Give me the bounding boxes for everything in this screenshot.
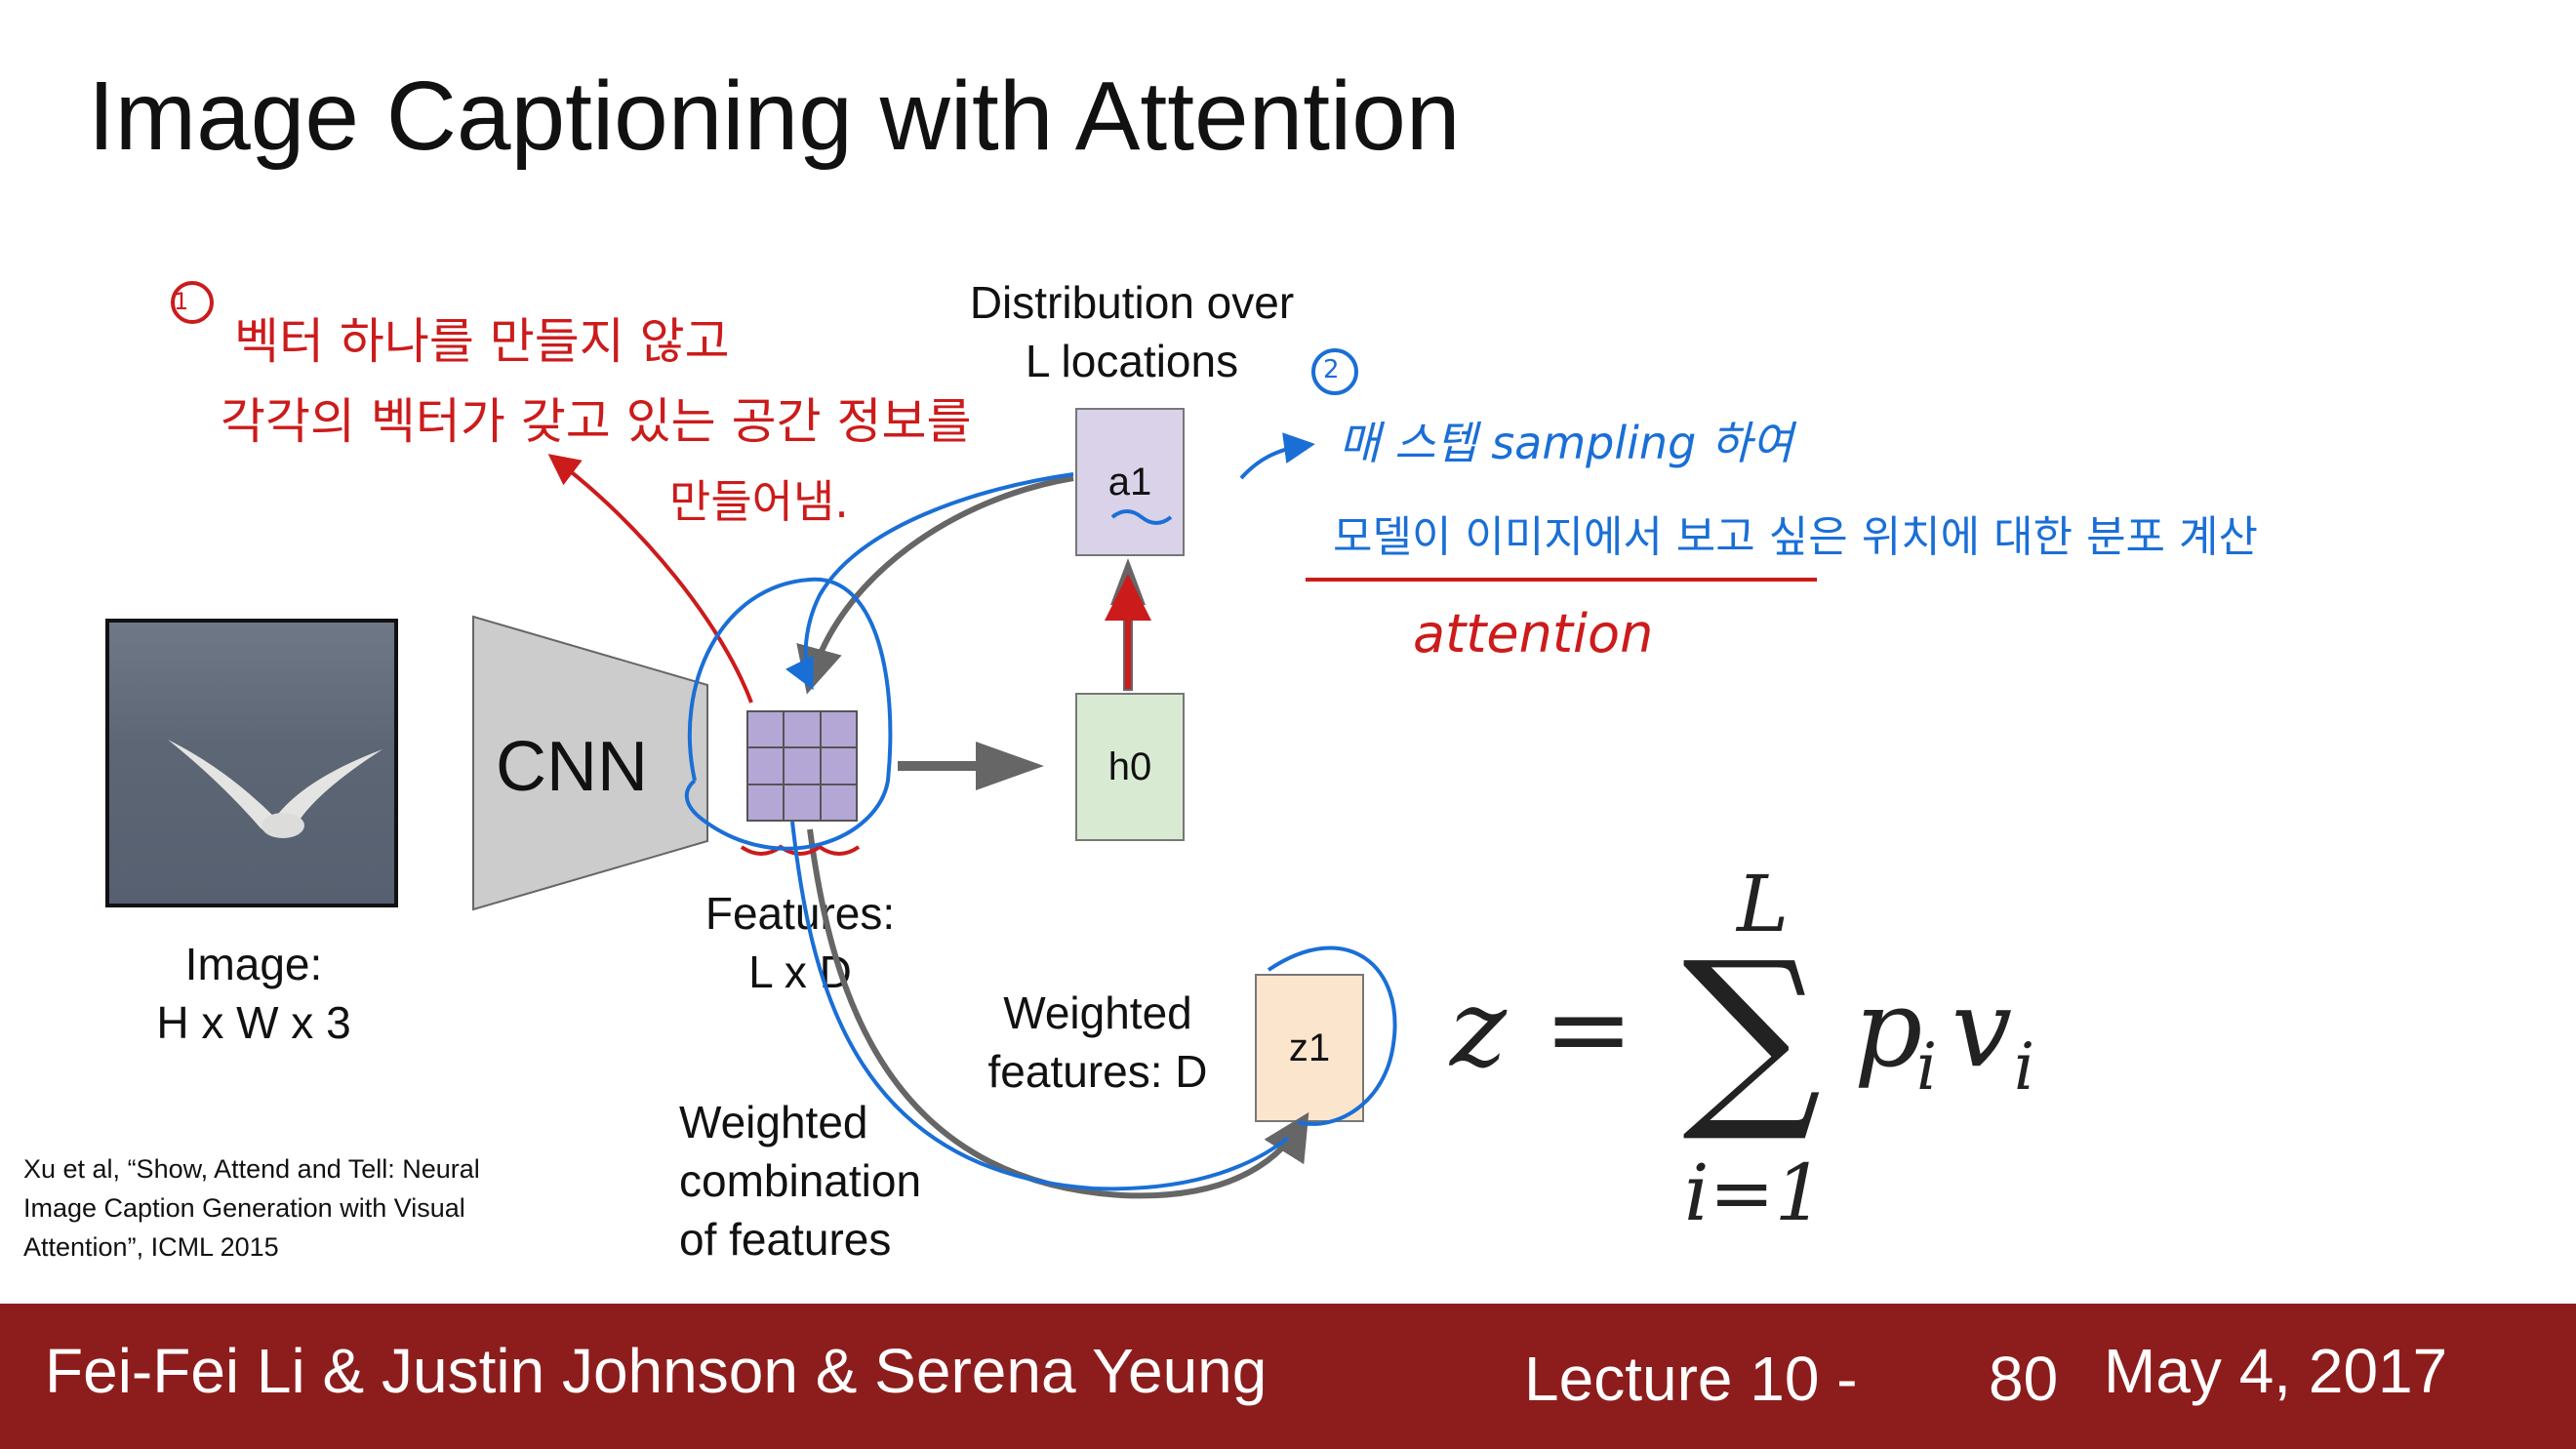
weighted-features-label: Weighted features: D (987, 987, 1208, 1097)
weighted-combination-label: Weighted combination of features (679, 1097, 922, 1265)
h0-box: h0 (1075, 693, 1185, 841)
formula-lower-limit: i=1 (1684, 1147, 1825, 1238)
red-annotation-strokes (171, 281, 1817, 856)
distribution-label: Distribution over L locations (969, 277, 1295, 386)
seagull-icon (168, 740, 382, 838)
citation: Xu et al, “Show, Attend and Tell: Neural… (23, 1154, 480, 1262)
arrow-a1-to-features (796, 475, 1074, 695)
features-label: Features: L x D (704, 888, 896, 997)
red-note-line1: 벡터 하나를 만들지 않고 (234, 313, 730, 370)
formula-sigma: ∑ (1682, 920, 1822, 1147)
arrow-features-to-z1 (807, 828, 1309, 1199)
formula-upper-limit: L (1735, 859, 1789, 949)
formula-p: p (1854, 966, 1922, 1091)
formula-v-subscript: i (2014, 1029, 2034, 1105)
blue-annotation-strokes (684, 348, 1397, 1191)
blue-note-line1: 매 스텝 sampling 하여 (1339, 417, 1793, 469)
z1-label: z1 (1288, 1026, 1331, 1069)
red-circle-number: 1 (174, 288, 189, 315)
footer-page-number: 80 (1989, 1344, 2059, 1414)
formula-p-subscript: i (1916, 1029, 1937, 1105)
cnn-block (472, 615, 708, 911)
blue-note-line2: 모델이 이미지에서 보고 싶은 위치에 대한 분포 계산 (1333, 512, 2258, 562)
image-label: Image: H x W x 3 (156, 939, 351, 1048)
formula-z: z (1448, 966, 1508, 1091)
feature-grid (746, 710, 858, 822)
footer-lecture: Lecture 10 - (1524, 1344, 1858, 1414)
h0-label: h0 (1107, 745, 1152, 788)
attention-formula: z = L ∑ i=1 p i v i (1448, 859, 2034, 1238)
footer-date: May 4, 2017 (2104, 1336, 2448, 1406)
slide-title: Image Captioning with Attention (88, 61, 1461, 171)
footer-bar: Fei-Fei Li & Justin Johnson & Serena Yeu… (0, 1304, 2576, 1449)
red-note-line3: 만들어냄. (669, 475, 849, 528)
footer-authors: Fei-Fei Li & Justin Johnson & Serena Yeu… (45, 1336, 1268, 1406)
red-note-line2: 각각의 벡터가 갖고 있는 공간 정보를 (221, 393, 972, 450)
cnn-label: CNN (496, 728, 648, 806)
bird-image (105, 619, 398, 907)
attention-word: attention (1413, 603, 1654, 664)
formula-equals: = (1544, 966, 1633, 1091)
arrow-features-to-h0 (898, 742, 1044, 790)
diagram-arrows (171, 281, 1817, 1199)
a1-label: a1 (1107, 460, 1152, 503)
a1-box: a1 (1075, 408, 1185, 556)
z1-box: z1 (1255, 974, 1364, 1122)
blue-circle-number: 2 (1323, 355, 1340, 384)
formula-v: v (1952, 966, 2012, 1091)
